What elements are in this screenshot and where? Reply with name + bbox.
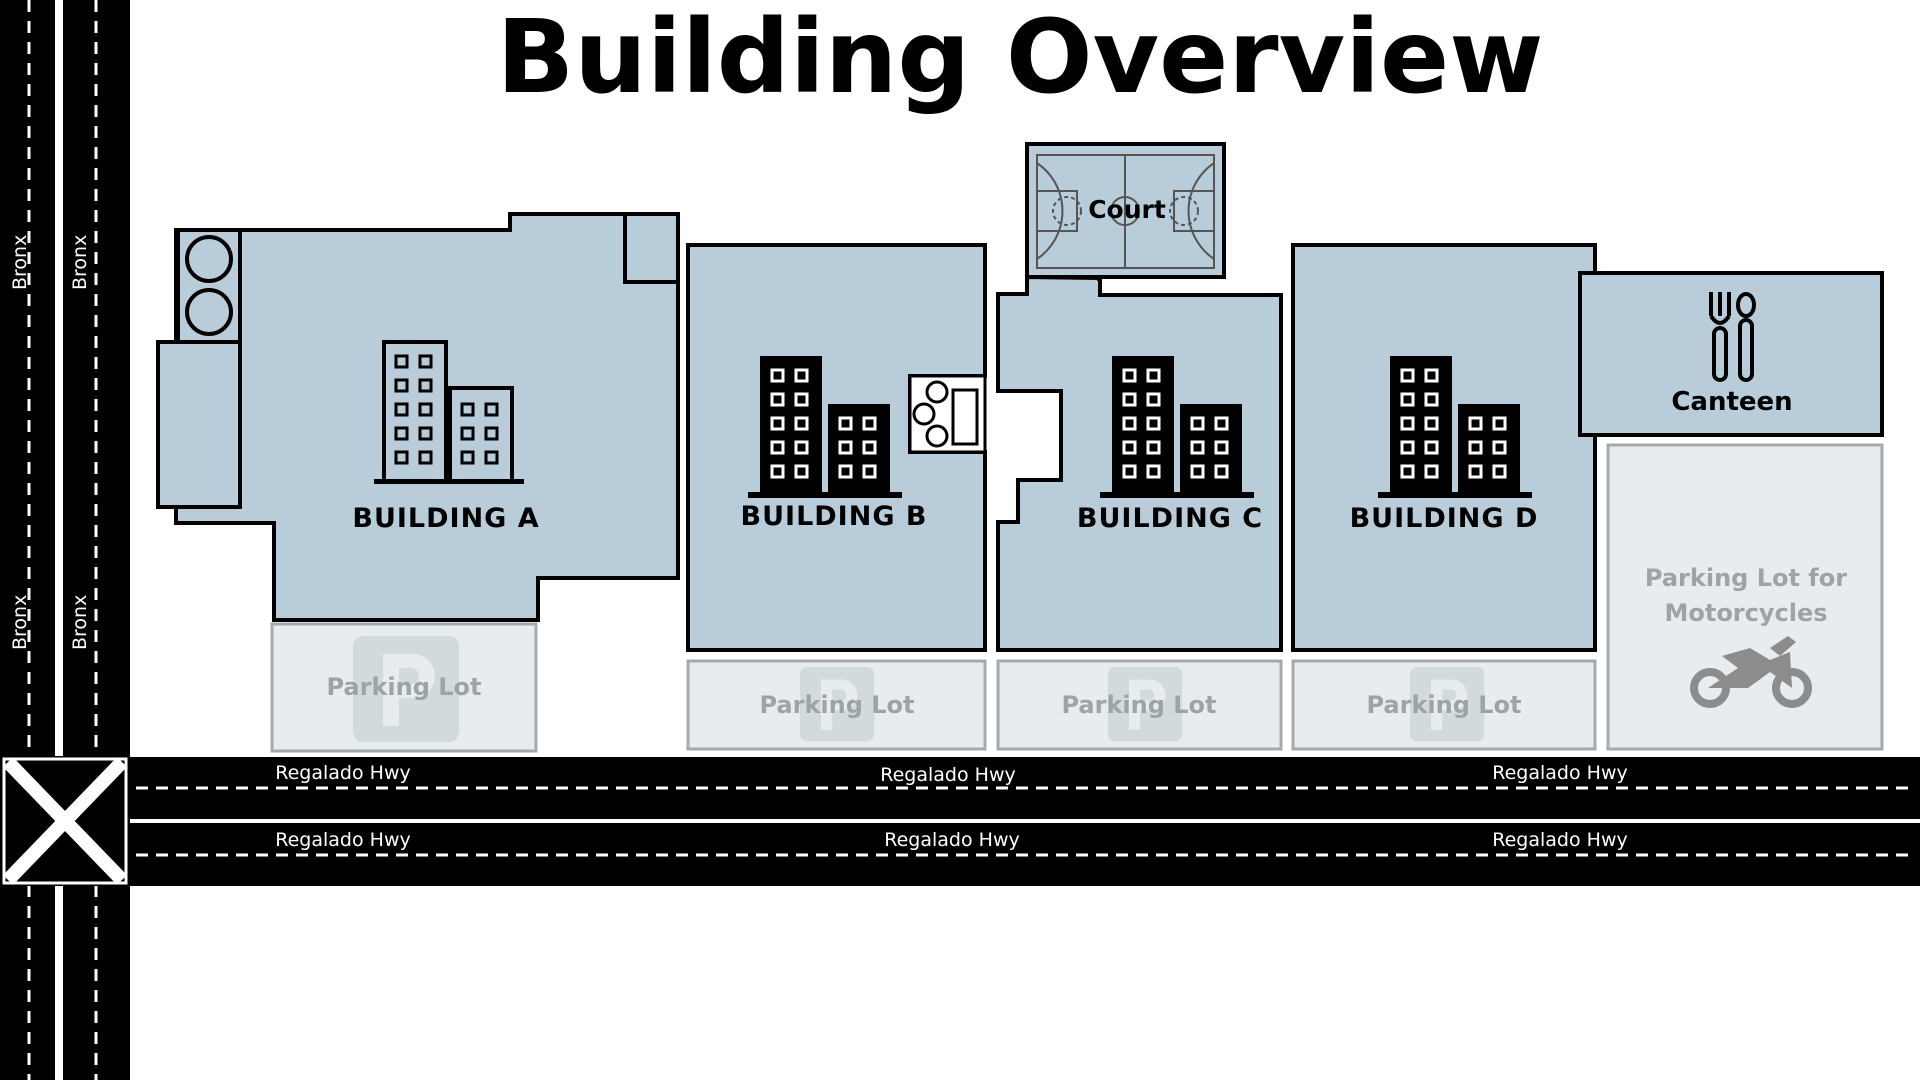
bronx-label: Bronx: [9, 235, 31, 290]
court-lines: [1036, 154, 1215, 269]
basketball-court[interactable]: Court: [1025, 142, 1226, 279]
bronx-label: Bronx: [69, 595, 91, 650]
moto-lot-label-line1: Parking Lot for: [1645, 564, 1847, 592]
tank-icon: [185, 288, 233, 336]
hwy-label: Regalado Hwy: [275, 829, 410, 851]
canteen[interactable]: Canteen: [1578, 271, 1884, 437]
equipment-icon: [912, 402, 936, 426]
building-c-label: BUILDING C: [1077, 503, 1263, 534]
hwy-label: Regalado Hwy: [275, 762, 410, 784]
equipment-icon: [925, 424, 949, 448]
parking-lot-label: Parking Lot: [759, 691, 914, 719]
hwy-label: Regalado Hwy: [1492, 762, 1627, 784]
building-d[interactable]: BUILDING D: [1291, 243, 1597, 652]
parking-lot-b[interactable]: Parking Lot: [686, 659, 987, 751]
parking-lot-d[interactable]: Parking Lot: [1291, 659, 1597, 751]
motorcycle-icon: [1690, 636, 1812, 708]
parking-lot-label: Parking Lot: [326, 673, 481, 701]
parking-lot-a[interactable]: Parking Lot: [270, 622, 538, 753]
court-label: Court: [1088, 195, 1166, 224]
hwy-label: Regalado Hwy: [1492, 829, 1627, 851]
intersection: [0, 756, 130, 886]
regalado-highway: Regalado Hwy Regalado Hwy Regalado Hwy R…: [130, 757, 1920, 886]
building-d-label: BUILDING D: [1350, 503, 1539, 534]
canteen-label: Canteen: [1671, 387, 1792, 417]
building-b-label: BUILDING B: [741, 501, 928, 532]
equipment-icon: [925, 380, 949, 404]
building-a[interactable]: BUILDING A: [156, 212, 680, 622]
motorcycle-parking-lot[interactable]: Parking Lot for Motorcycles: [1606, 443, 1884, 751]
parking-lot-label: Parking Lot: [1061, 691, 1216, 719]
building-b[interactable]: BUILDING B: [686, 243, 987, 652]
bronx-label: Bronx: [69, 235, 91, 290]
moto-lot-label-line2: Motorcycles: [1664, 599, 1827, 627]
building-c[interactable]: BUILDING C: [996, 274, 1283, 652]
page-title: Building Overview: [497, 0, 1544, 117]
parking-lot-c[interactable]: Parking Lot: [996, 659, 1283, 751]
bronx-label: Bronx: [9, 595, 31, 650]
fork-knife-icon: [1709, 292, 1756, 382]
building-a-label: BUILDING A: [352, 503, 539, 534]
hwy-label: Regalado Hwy: [884, 829, 1019, 851]
tank-icon: [185, 235, 233, 283]
bronx-road: Bronx Bronx Bronx Bronx: [0, 0, 130, 1080]
parking-lot-label: Parking Lot: [1366, 691, 1521, 719]
hwy-label: Regalado Hwy: [880, 764, 1015, 786]
